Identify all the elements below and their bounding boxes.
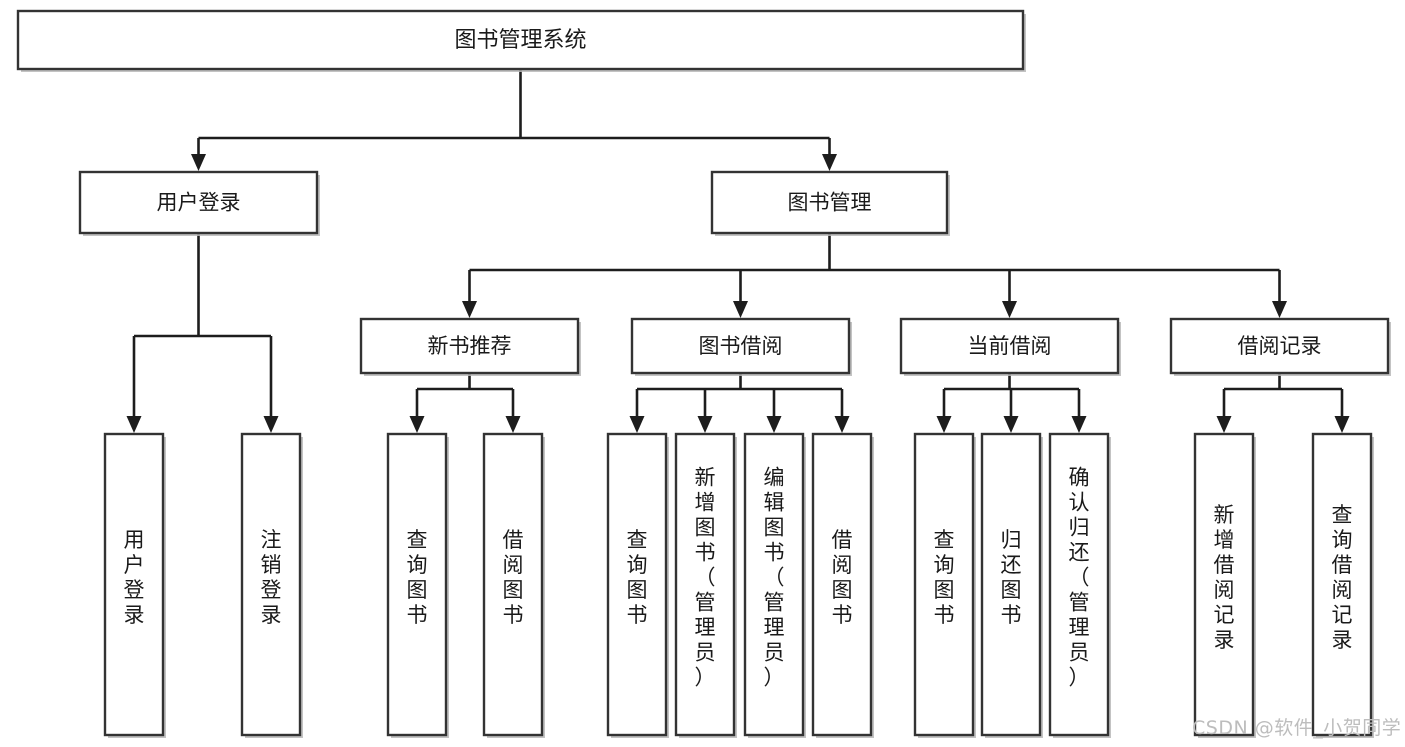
- node-label: 借阅图书: [503, 528, 524, 627]
- arrow-head-icon: [1334, 416, 1350, 433]
- node-label: 借阅图书: [832, 528, 853, 627]
- node-box[interactable]: [1311, 432, 1373, 737]
- node-box[interactable]: [1193, 432, 1255, 737]
- node-box[interactable]: [743, 432, 805, 737]
- node-leaf-borrow-book-2[interactable]: 借阅图书: [811, 432, 874, 738]
- node-box[interactable]: [78, 170, 319, 235]
- node-leaf-query-book-2[interactable]: 查询图书: [606, 432, 669, 738]
- node-label: 查询图书: [407, 528, 428, 627]
- node-label: 查询借阅记录: [1332, 503, 1353, 652]
- node-label: 用户登录: [124, 528, 145, 627]
- arrow-head-icon: [766, 416, 782, 433]
- node-box[interactable]: [16, 9, 1025, 71]
- node-label: 图书借阅: [699, 334, 783, 358]
- node-leaf-query-borrow-record[interactable]: 查询借阅记录: [1311, 432, 1374, 738]
- node-leaf-borrow-book-1[interactable]: 借阅图书: [482, 432, 545, 738]
- node-box[interactable]: [386, 432, 448, 737]
- node-box[interactable]: [240, 432, 302, 737]
- watermark-text: CSDN @软件_小贺同学: [1192, 717, 1402, 739]
- arrow-head-icon: [126, 416, 142, 433]
- nodes-layer: 图书管理系统用户登录图书管理新书推荐图书借阅当前借阅借阅记录用户登录注销登录查询…: [16, 9, 1391, 738]
- connectors-layer: [126, 69, 1350, 433]
- arrow-head-icon: [1216, 416, 1232, 433]
- node-leaf-user-login[interactable]: 用户登录: [103, 432, 166, 738]
- node-label: 新书推荐: [428, 334, 512, 358]
- node-box[interactable]: [359, 317, 580, 375]
- node-label: 归还图书: [1001, 528, 1022, 627]
- node-book-borrow[interactable]: 图书借阅: [630, 317, 852, 376]
- arrow-head-icon: [936, 416, 952, 433]
- arrow-head-icon: [1002, 301, 1017, 318]
- node-leaf-user-logout[interactable]: 注销登录: [240, 432, 303, 738]
- node-leaf-add-book-admin[interactable]: 新增图书（管理员）: [674, 432, 737, 738]
- node-box[interactable]: [899, 317, 1120, 375]
- arrow-head-icon: [834, 416, 850, 433]
- node-label: 新增图书（管理员）: [695, 466, 716, 690]
- node-label: 当前借阅: [968, 334, 1052, 358]
- node-box[interactable]: [482, 432, 544, 737]
- node-leaf-add-borrow-record[interactable]: 新增借阅记录: [1193, 432, 1256, 738]
- arrow-head-icon: [263, 416, 279, 433]
- node-box[interactable]: [710, 170, 949, 235]
- node-label: 借阅记录: [1238, 334, 1322, 358]
- arrow-head-icon: [462, 301, 477, 318]
- node-leaf-confirm-return-admin[interactable]: 确认归还（管理员）: [1048, 432, 1111, 738]
- node-box[interactable]: [674, 432, 736, 737]
- node-box[interactable]: [980, 432, 1042, 737]
- node-box[interactable]: [103, 432, 165, 737]
- node-leaf-edit-book-admin[interactable]: 编辑图书（管理员）: [743, 432, 806, 738]
- arrow-head-icon: [191, 154, 206, 171]
- node-box[interactable]: [913, 432, 975, 737]
- node-label: 新增借阅记录: [1214, 503, 1235, 652]
- node-leaf-query-book-3[interactable]: 查询图书: [913, 432, 976, 738]
- node-label: 查询图书: [627, 528, 648, 627]
- node-current-borrow[interactable]: 当前借阅: [899, 317, 1121, 376]
- node-new-book-recommend[interactable]: 新书推荐: [359, 317, 581, 376]
- arrow-head-icon: [409, 416, 425, 433]
- arrow-head-icon: [505, 416, 521, 433]
- node-box[interactable]: [1169, 317, 1390, 375]
- node-leaf-query-book-1[interactable]: 查询图书: [386, 432, 449, 738]
- node-label: 图书管理: [788, 191, 872, 215]
- arrow-head-icon: [697, 416, 713, 433]
- node-user-login[interactable]: 用户登录: [78, 170, 320, 236]
- arrow-head-icon: [1272, 301, 1287, 318]
- node-book-manage[interactable]: 图书管理: [710, 170, 950, 236]
- node-root[interactable]: 图书管理系统: [16, 9, 1026, 72]
- node-box[interactable]: [606, 432, 668, 737]
- node-box[interactable]: [811, 432, 873, 737]
- node-box[interactable]: [1048, 432, 1110, 737]
- node-leaf-return-book[interactable]: 归还图书: [980, 432, 1043, 738]
- arrow-head-icon: [822, 154, 837, 171]
- node-label: 查询图书: [934, 528, 955, 627]
- arrow-head-icon: [629, 416, 645, 433]
- arrow-head-icon: [1003, 416, 1019, 433]
- node-label: 图书管理系统: [454, 28, 586, 53]
- node-box[interactable]: [630, 317, 851, 375]
- node-label: 用户登录: [157, 191, 241, 215]
- node-label: 确认归还（管理员）: [1069, 466, 1090, 690]
- arrow-head-icon: [733, 301, 748, 318]
- node-label: 编辑图书（管理员）: [764, 466, 785, 690]
- node-label: 注销登录: [261, 528, 282, 627]
- arrow-head-icon: [1071, 416, 1087, 433]
- node-borrow-record[interactable]: 借阅记录: [1169, 317, 1391, 376]
